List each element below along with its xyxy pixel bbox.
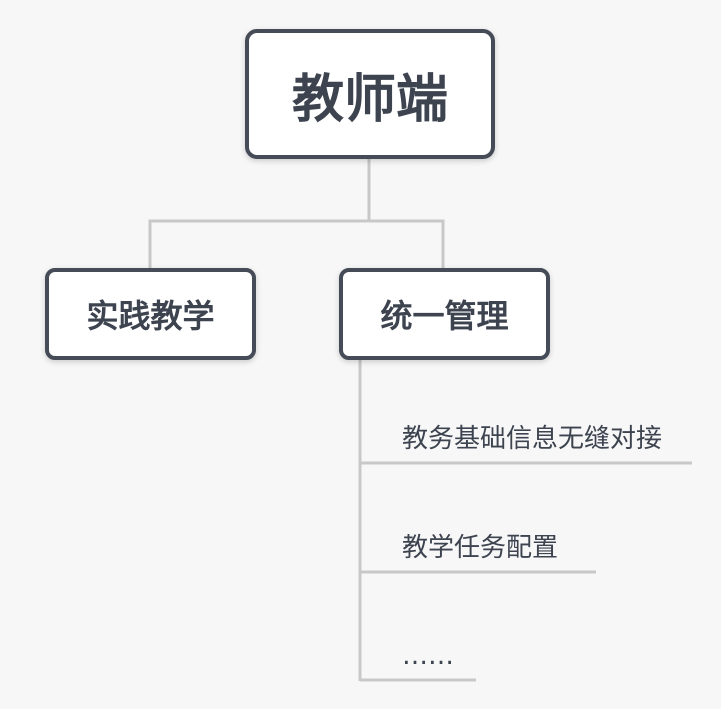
unified-management-label: 统一管理 [380, 297, 509, 335]
practice-teaching-label: 实践教学 [86, 297, 215, 335]
root-node-label: 教师端 [291, 69, 448, 130]
branch-bar [148, 219, 445, 268]
unified-management-node[interactable]: 统一管理 [339, 268, 550, 360]
leaf-item-academic-info[interactable]: 教务基础信息无缝对接 [402, 424, 663, 454]
root-node[interactable]: 教师端 [245, 29, 495, 159]
leaf-item-task-config[interactable]: 教学任务配置 [402, 533, 559, 563]
practice-teaching-node[interactable]: 实践教学 [45, 268, 256, 360]
leaf-item-ellipsis[interactable]: …… [402, 641, 454, 671]
